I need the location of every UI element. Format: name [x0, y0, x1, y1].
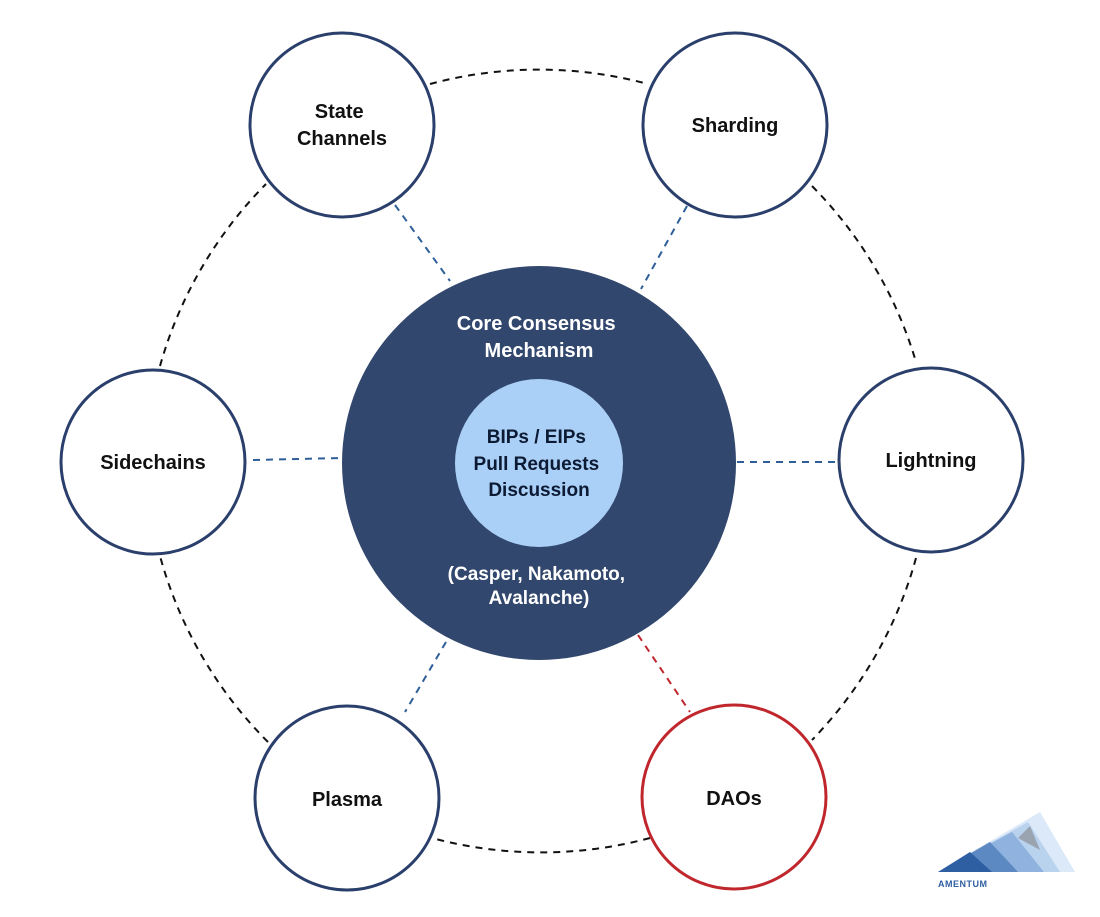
node-daos: DAOs [640, 703, 828, 891]
core-title: Core Consensus Mechanism [457, 313, 622, 362]
spoke-state-channels [394, 204, 451, 282]
node-circle [253, 704, 441, 892]
ring-arc-state-channels-to-sharding [429, 68, 649, 85]
node-label: DAOs [706, 788, 762, 810]
spoke-sharding [640, 205, 688, 290]
node-circle [59, 368, 247, 556]
logo-text: AMENTUM [938, 879, 988, 889]
node-label: State Channels [297, 101, 387, 150]
node-circle [248, 31, 436, 219]
node-circle-highlight [640, 703, 828, 891]
governance-label: BIPs / EIPs Pull Requests Discussion [474, 427, 605, 501]
ring-arc-plasma-to-sidechains [159, 555, 269, 743]
amentum-logo: AMENTUM [938, 812, 1075, 889]
spoke-sidechains [252, 457, 343, 461]
node-circle [641, 31, 829, 219]
spokes [252, 204, 838, 713]
ring-arc-sidechains-to-state-channels [159, 183, 267, 367]
ring-arc-sharding-to-lightning [811, 185, 917, 363]
outer-ring [159, 68, 917, 854]
node-label: Sharding [692, 115, 779, 137]
governance-circle [455, 379, 623, 547]
node-plasma: Plasma [253, 704, 441, 892]
ring-arc-daos-to-plasma [431, 837, 651, 854]
node-label: Plasma [312, 789, 383, 811]
spoke-plasma [404, 641, 447, 713]
node-state-channels: State Channels [248, 31, 436, 219]
spoke-daos [637, 634, 691, 713]
node-circle [837, 366, 1025, 554]
core-subtitle: (Casper, Nakamoto, Avalanche) [448, 564, 631, 609]
ring-arc-lightning-to-daos [811, 557, 917, 741]
node-sidechains: Sidechains [59, 368, 247, 556]
node-label: Sidechains [100, 452, 206, 474]
node-sharding: Sharding [641, 31, 829, 219]
node-lightning: Lightning [837, 366, 1025, 554]
mountain-icon [938, 812, 1075, 872]
core-consensus: Core Consensus Mechanism BIPs / EIPs Pul… [342, 266, 736, 660]
node-label: Lightning [885, 450, 976, 472]
